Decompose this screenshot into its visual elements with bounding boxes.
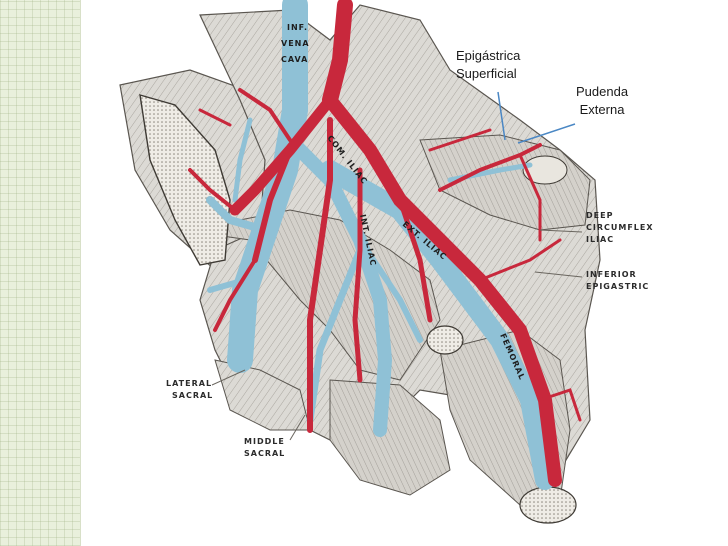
- middle-sacral-label-line2: SACRAL: [244, 449, 285, 458]
- tissue-background: [119, 4, 601, 506]
- arteries: [188, 0, 582, 487]
- pointer-lines: [211, 91, 583, 441]
- deep-circumflex-label-line3: ILIAC: [586, 235, 614, 244]
- annotation-epigastrica-superficial: Epigástrica Superficial: [456, 47, 520, 83]
- inf-vena-cava-label-line1: INF.: [287, 23, 308, 32]
- bone-sections: [139, 94, 577, 524]
- slide-sidebar-pattern: [0, 0, 81, 546]
- deep-circumflex-label-line2: CIRCUMFLEX: [586, 223, 654, 232]
- annotation-pudenda-line2: Externa: [579, 102, 625, 117]
- deep-circumflex-label-line1: DEEP: [586, 211, 613, 220]
- inferior-epigastric-label-line1: INFERIOR: [586, 270, 637, 279]
- annotation-epigastrica-line1: Epigástrica: [456, 48, 521, 63]
- inf-vena-cava-label-line3: CAVA: [281, 55, 308, 64]
- inferior-epigastric-label-line2: EPIGASTRIC: [586, 282, 649, 291]
- middle-sacral-label-line1: MIDDLE: [244, 437, 285, 446]
- veins: [206, 0, 555, 490]
- lateral-sacral-label-line1: LATERAL: [166, 379, 212, 388]
- annotation-pudenda-line1: Pudenda: [576, 84, 629, 99]
- annotation-epigastrica-line2: Superficial: [456, 66, 517, 81]
- lateral-sacral-label-line2: SACRAL: [172, 391, 213, 400]
- annotation-pudenda-externa: Pudenda Externa: [576, 83, 628, 119]
- inf-vena-cava-label-line2: VENA: [281, 39, 310, 48]
